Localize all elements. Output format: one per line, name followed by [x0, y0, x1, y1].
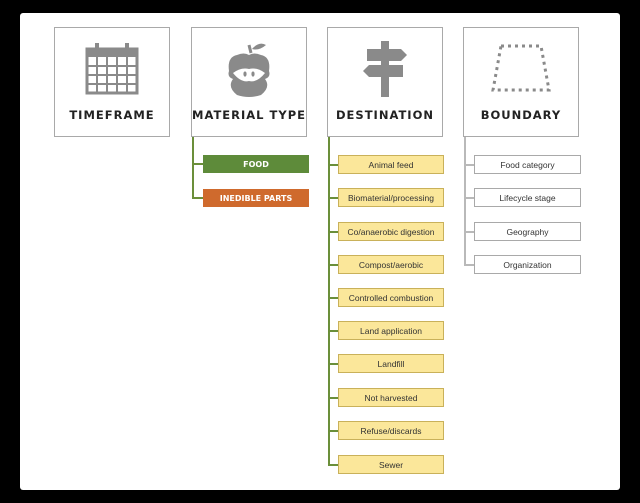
boundary-item: Geography: [474, 222, 581, 241]
boundary-connector-branch: [464, 264, 474, 266]
boundary-label: Lifecycle stage: [499, 192, 556, 203]
material-tag-label: FOOD: [243, 159, 269, 169]
dotted-trapezoid-icon: [464, 38, 578, 100]
destination-connector-branch: [328, 297, 338, 299]
signpost-icon: [328, 38, 442, 100]
destination-label: Animal feed: [368, 159, 414, 170]
calendar-icon: [55, 38, 169, 100]
apple-core-icon: [192, 38, 306, 100]
boundary-label: Food category: [500, 159, 555, 170]
material-connector-trunk: [192, 137, 194, 199]
destination-item: Landfill: [338, 354, 444, 373]
destination-connector-branch: [328, 330, 338, 332]
boundary-label: Organization: [503, 259, 552, 270]
destination-connector-branch: [328, 464, 338, 466]
destination-label: Refuse/discards: [360, 425, 422, 436]
boundary-connector-branch: [464, 197, 474, 199]
boundary-item: Food category: [474, 155, 581, 174]
material-tag-food: FOOD: [203, 155, 309, 173]
boundary-item: Organization: [474, 255, 581, 274]
destination-item: Sewer: [338, 455, 444, 474]
destination-connector-trunk: [328, 137, 330, 466]
destination-label: Biomaterial/processing: [348, 192, 434, 203]
destination-label: Compost/aerobic: [358, 259, 424, 270]
boundary-connector-trunk: [464, 137, 466, 265]
material-tag-label: INEDIBLE PARTS: [219, 193, 293, 203]
destination-label: Landfill: [377, 358, 405, 369]
destination-label: Controlled combustion: [348, 292, 434, 303]
destination-connector-branch: [328, 363, 338, 365]
timeframe-title: TIMEFRAME: [69, 108, 155, 122]
destination-connector-branch: [328, 264, 338, 266]
boundary-title: BOUNDARY: [480, 108, 562, 122]
destination-label: Not harvested: [364, 392, 418, 403]
boundary-item: Lifecycle stage: [474, 188, 581, 207]
destination-item: Co/anaerobic digestion: [338, 222, 444, 241]
material-type-card: MATERIAL TYPE: [191, 27, 307, 137]
destination-item: Animal feed: [338, 155, 444, 174]
destination-connector-branch: [328, 197, 338, 199]
destination-label: Land application: [360, 325, 422, 336]
boundary-label: Geography: [506, 226, 549, 237]
destination-connector-branch: [328, 164, 338, 166]
boundary-card: BOUNDARY: [463, 27, 579, 137]
destination-label: Co/anaerobic digestion: [347, 226, 435, 237]
destination-item: Compost/aerobic: [338, 255, 444, 274]
material-type-title: MATERIAL TYPE: [192, 108, 306, 122]
destination-connector-branch: [328, 397, 338, 399]
material-connector-branch: [192, 197, 203, 199]
destination-card: DESTINATION: [327, 27, 443, 137]
destination-title: DESTINATION: [336, 108, 434, 122]
boundary-connector-branch: [464, 231, 474, 233]
destination-item: Land application: [338, 321, 444, 340]
destination-item: Biomaterial/processing: [338, 188, 444, 207]
material-tag-inedible-parts: INEDIBLE PARTS: [203, 189, 309, 207]
destination-label: Sewer: [378, 459, 404, 470]
material-connector-branch: [192, 163, 203, 165]
destination-connector-branch: [328, 430, 338, 432]
destination-item: Controlled combustion: [338, 288, 444, 307]
boundary-connector-branch: [464, 164, 474, 166]
destination-item: Refuse/discards: [338, 421, 444, 440]
destination-item: Not harvested: [338, 388, 444, 407]
timeframe-card: TIMEFRAME: [54, 27, 170, 137]
destination-connector-branch: [328, 231, 338, 233]
